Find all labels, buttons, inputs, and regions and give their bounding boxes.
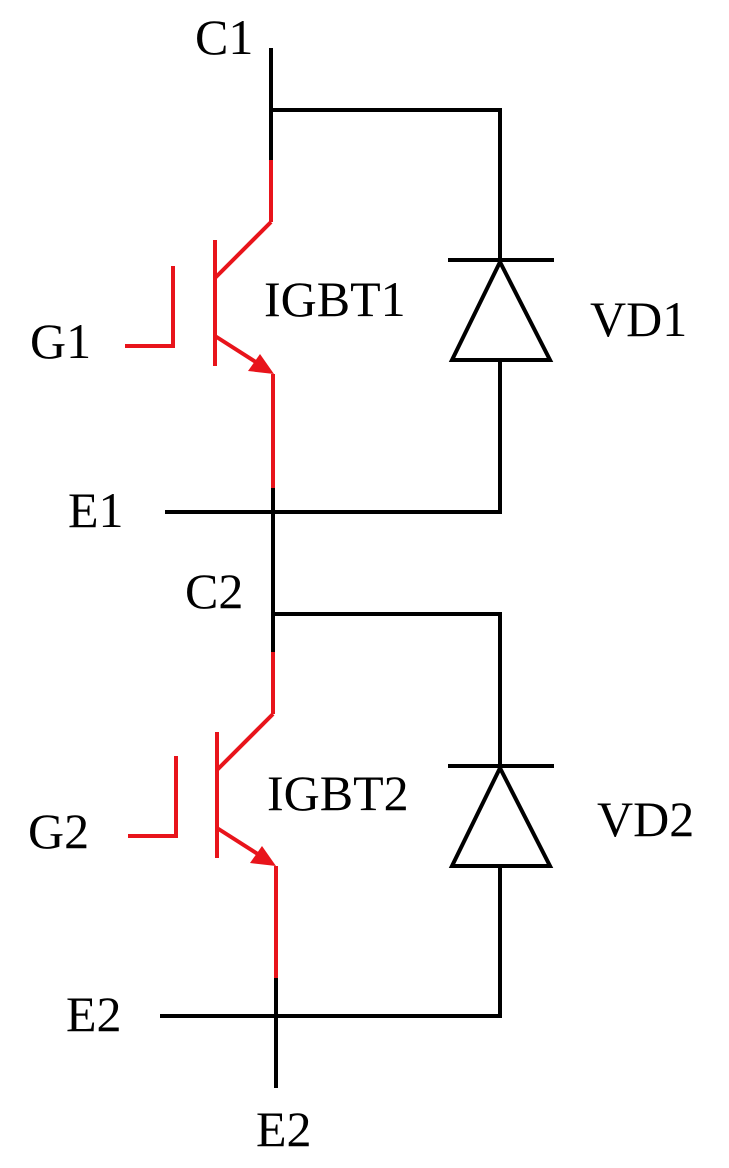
igbt1-symbol: [125, 160, 275, 490]
igbt2-emitter-arrow: [250, 846, 276, 866]
label-g2: G2: [28, 803, 89, 859]
vd2-triangle: [448, 763, 554, 868]
label-igbt2: IGBT2: [267, 765, 409, 821]
vd1-triangle: [448, 257, 554, 362]
igbt2-symbol: [128, 652, 278, 980]
upper-stage: C1 G1 IGBT1 VD1 E1: [30, 9, 687, 654]
igbt1-emitter-diagonal: [213, 334, 264, 368]
igbt1-collector-diagonal: [213, 220, 273, 280]
lower-stage: C2 G2 IGBT2 VD2 E2 E2: [28, 563, 694, 1157]
vd2-diode: [448, 763, 554, 868]
vd1-top-wire: [269, 108, 502, 262]
vd2-top-wire: [271, 612, 502, 768]
vd2-bottom-wire: [160, 864, 502, 1018]
igbt2-emitter-diagonal: [215, 826, 266, 860]
label-g1: G1: [30, 313, 91, 369]
vd1-diode: [448, 257, 554, 362]
vd1-bottom-wire: [165, 358, 502, 514]
label-e2-bottom: E2: [256, 1101, 312, 1157]
igbt1-gate: [125, 266, 175, 348]
label-igbt1: IGBT1: [264, 271, 406, 327]
label-c2: C2: [185, 563, 243, 619]
label-vd2: VD2: [597, 791, 694, 847]
label-e2-terminal: E2: [66, 986, 122, 1042]
igbt2-gate: [128, 756, 178, 838]
igbt2-collector-diagonal: [215, 712, 275, 772]
label-c1: C1: [195, 9, 253, 65]
label-vd1: VD1: [590, 291, 687, 347]
label-e1: E1: [68, 482, 124, 538]
igbt1-emitter-arrow: [248, 354, 274, 374]
